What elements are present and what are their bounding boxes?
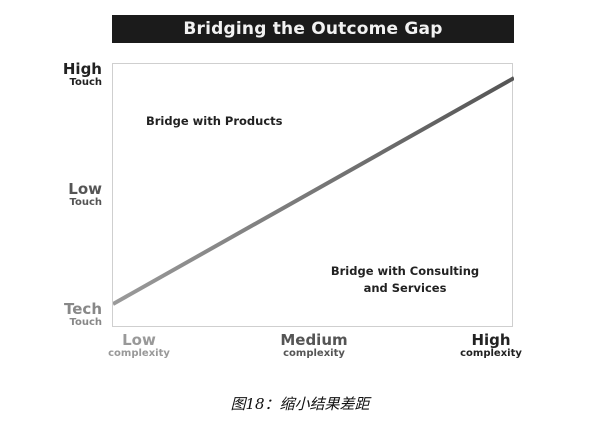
y-label-tech-touch: Tech Touch	[64, 300, 102, 328]
chart-title: Bridging the Outcome Gap	[112, 15, 514, 43]
x-label-high-complexity: High complexity	[460, 331, 522, 359]
region-label-products: Bridge with Products	[146, 114, 283, 128]
y-label-high-touch: High Touch	[62, 60, 102, 88]
plot-area	[112, 63, 514, 327]
figure-caption: 图18：缩小结果差距	[230, 395, 370, 413]
y-label-low-touch: Low Touch	[68, 180, 102, 208]
region-label-consulting: Bridge with Consulting and Services	[330, 264, 480, 295]
gap-line	[113, 76, 514, 306]
x-label-medium-complexity: Medium complexity	[280, 331, 348, 359]
x-label-low-complexity: Low complexity	[108, 331, 170, 359]
